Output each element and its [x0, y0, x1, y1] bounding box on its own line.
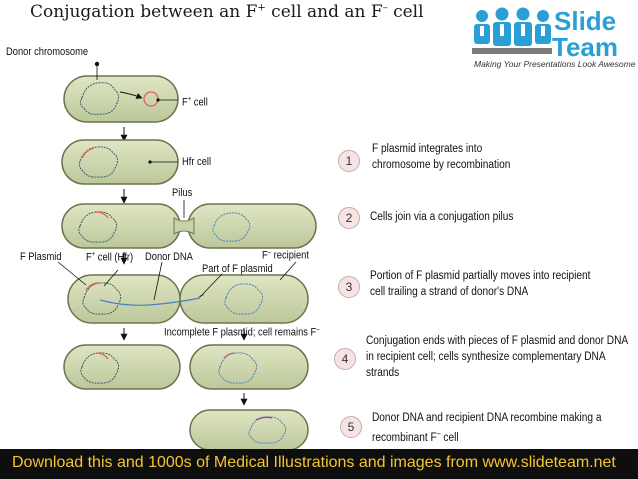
label-incomplete-f-plasmid: Incomplete F plasmid; cell remains F– — [164, 326, 320, 339]
step-2-badge: 2 — [338, 207, 360, 229]
label-part-of-f-plasmid: Part of F plasmid — [202, 263, 273, 275]
page-title: Conjugation between an F+ cell and an F–… — [30, 2, 424, 22]
footer-banner: Download this and 1000s of Medical Illus… — [0, 449, 638, 479]
f-plus-cell — [63, 75, 179, 123]
footer-download-link[interactable]: Download this and 1000s of Medical Illus… — [12, 454, 616, 471]
step-5-text: Donor DNA and recipient DNA recombine ma… — [372, 412, 602, 444]
label-f-plus-cell: F+ cell — [182, 96, 208, 109]
step-1-text: F plasmid integrates into chromosome by … — [372, 143, 511, 171]
recombinant-cell — [189, 409, 309, 449]
logo-word-team: Team — [552, 32, 618, 62]
label-donor-chromosome: Donor chromosome — [6, 46, 89, 58]
step-4-text: Conjugation ends with pieces of F plasmi… — [366, 335, 628, 379]
step-1-badge: 1 — [338, 150, 360, 172]
label-f-plasmid: F Plasmid — [20, 251, 62, 263]
separated-cells — [63, 344, 309, 390]
label-donor-dna: Donor DNA — [145, 251, 193, 263]
label-f-plus-cell-hfr: F+ cell (Hfr) — [86, 251, 134, 264]
logo-tagline: Making Your Presentations Look Awesome — [474, 59, 636, 69]
step-5-badge: 5 — [340, 416, 362, 438]
team-people-icon — [472, 7, 552, 54]
conjugation-diagram — [57, 61, 317, 449]
label-f-minus-recipient: F– recipient — [262, 249, 309, 262]
label-hfr-cell: Hfr cell — [182, 156, 212, 168]
slideteam-logo: Slide Team Making Your Presentations Loo… — [468, 4, 636, 72]
logo-word-slide: Slide — [554, 6, 617, 36]
step-4-badge: 4 — [334, 348, 356, 370]
label-pilus: Pilus — [172, 187, 193, 199]
step-2-text: Cells join via a conjugation pilus — [370, 211, 514, 223]
plasmid-transfer-cells — [67, 274, 309, 324]
step-3-text: Portion of F plasmid partially moves int… — [370, 270, 591, 298]
pilus-joined-cells — [61, 203, 317, 249]
step-3-badge: 3 — [338, 276, 360, 298]
